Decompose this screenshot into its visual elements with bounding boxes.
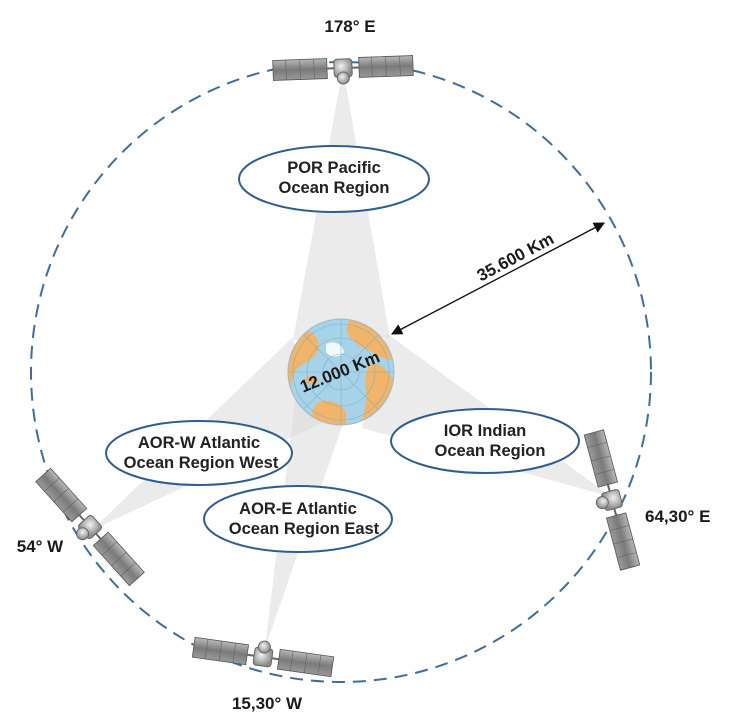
region-aor-w-line1: AOR-W Atlantic [138, 434, 260, 452]
satellite-label-indian: 64,30° E [645, 507, 710, 526]
region-aor-w: AOR-W Atlantic Ocean Region West [105, 420, 293, 486]
distance-arrow [391, 222, 605, 335]
satellite-icon [272, 55, 414, 85]
satellite-label-atlantic-west: 54° W [17, 537, 64, 556]
region-por-line1: POR Pacific [287, 159, 381, 177]
orbit-distance-label: 35.600 Km [474, 229, 557, 285]
satellite-label-pacific: 178° E [324, 17, 375, 36]
region-aor-e: AOR-E Atlantic Ocean Region East [203, 485, 393, 553]
region-ior-line1: IOR Indian [444, 422, 527, 440]
satellite-icon [35, 467, 145, 587]
satellite-label-atlantic-east: 15,30° W [232, 694, 303, 713]
region-aor-e-line1: AOR-E Atlantic [239, 500, 357, 518]
satellite-icon [191, 636, 335, 678]
region-aor-w-line2: Ocean Region West [124, 454, 279, 472]
region-aor-e-line2: Ocean Region East [229, 520, 380, 538]
region-por-line2: Ocean Region [279, 179, 390, 197]
region-ior: IOR Indian Ocean Region [390, 408, 580, 474]
region-por: POR Pacific Ocean Region [238, 145, 430, 213]
satellite-icon [583, 429, 641, 571]
region-ior-line2: Ocean Region [435, 442, 546, 460]
